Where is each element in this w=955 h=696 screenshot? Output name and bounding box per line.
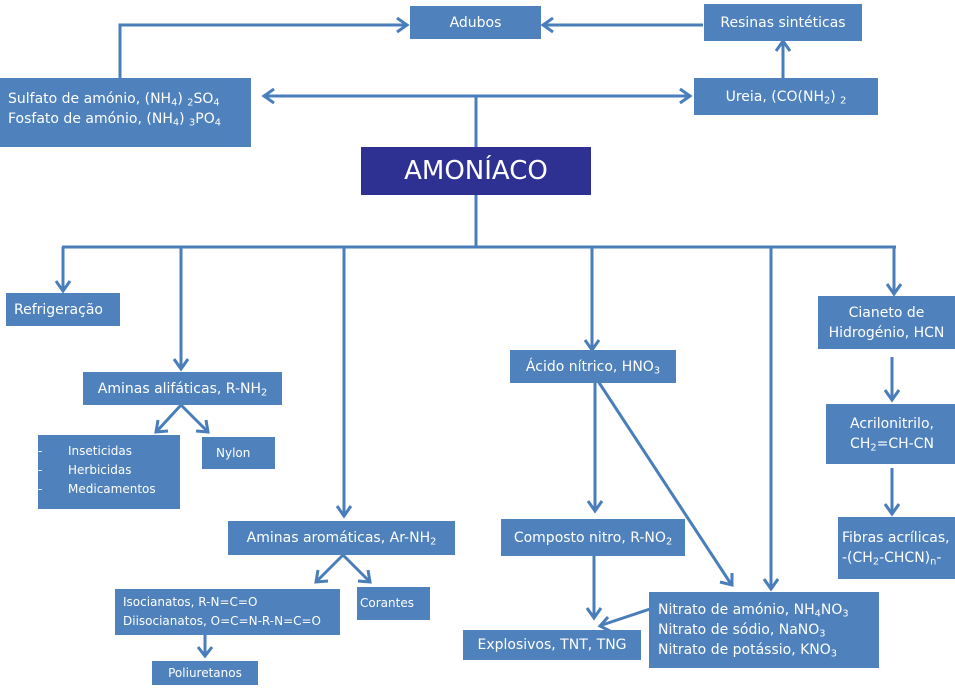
arrowhead-nylon — [195, 419, 210, 434]
arrowhead-isocianatos — [314, 569, 329, 584]
connector-aromaticas-to-corantes — [341, 553, 371, 583]
node-explosivos-label: Explosivos, TNT, TNG — [477, 637, 627, 653]
line-sulfato-de-amonio: Sulfato de amónio, (NH4) 2SO4 — [8, 90, 220, 108]
node-explosivos[interactable]: Explosivos, TNT, TNG — [463, 630, 641, 660]
node-nylon[interactable]: Nylon — [202, 437, 275, 469]
node-acrilonitrilo-line2: CH2=CH-CN — [850, 436, 934, 454]
node-acido-nitrico[interactable]: Ácido nítrico, HNO3 — [510, 350, 676, 383]
node-adubos-label: Adubos — [449, 14, 502, 31]
arrowhead-nitratos-top — [762, 578, 780, 592]
node-nylon-label: Nylon — [216, 445, 251, 460]
line-nitrato-de-amonio: Nitrato de amónio, NH4NO3 — [658, 602, 849, 620]
line-isocianatos: Isocianatos, R-N=C=O — [123, 595, 258, 609]
node-sais-de-amonio[interactable]: Sulfato de amónio, (NH4) 2SO4 Fosfato de… — [0, 78, 251, 147]
node-poliuretanos[interactable]: Poliuretanos — [152, 661, 258, 685]
node-refrigeracao[interactable]: Refrigeração — [6, 293, 120, 326]
arrowhead-adubos-right — [540, 16, 554, 34]
arrowhead-aminas-aromaticas — [335, 505, 353, 519]
arrowhead-aplicacoes — [154, 419, 169, 434]
node-acido-nitrico-label: Ácido nítrico, HNO3 — [525, 358, 661, 376]
node-amoniaco[interactable]: AMONÍACO — [361, 147, 591, 195]
arrowhead-poliuretanos — [196, 646, 214, 659]
node-amoniaco-label: AMONÍACO — [404, 156, 548, 186]
line-nitrato-de-potassio: Nitrato de potássio, KNO3 — [658, 642, 838, 660]
arrowhead-composto — [586, 500, 604, 514]
arrowhead-aminas-alifaticas — [172, 358, 190, 372]
arrowhead-sais — [261, 87, 275, 105]
node-ureia[interactable]: Ureia, (CO(NH2) 2 — [694, 78, 878, 115]
node-cianeto-de-hidrogenio[interactable]: Cianeto de Hidrogénio, HCN — [818, 296, 955, 349]
connector-alifaticas-to-nylon — [179, 403, 209, 433]
node-corantes-label: Corantes — [360, 596, 414, 610]
arrowhead-fibras — [883, 503, 901, 517]
node-fibras-line2: -(CH2-CHCN)n- — [842, 550, 942, 568]
node-adubos[interactable]: Adubos — [410, 6, 541, 39]
connector-nitratos-to-explosivos — [601, 607, 651, 627]
node-aminas-aromaticas[interactable]: Aminas aromáticas, Ar-NH2 — [228, 521, 455, 555]
list-item-herbicidas: -Herbicidas — [38, 462, 132, 477]
node-poliuretanos-label: Poliuretanos — [168, 665, 242, 680]
node-aminas-aromaticas-label: Aminas aromáticas, Ar-NH2 — [246, 530, 437, 548]
arrowhead-nitratos-diag — [719, 573, 734, 587]
arrowhead-explosivos-side — [597, 616, 611, 633]
line-diisocianatos: Diisocianatos, O=C=N-R-N=C=O — [123, 614, 322, 628]
list-item-inseticidas: -Inseticidas — [38, 443, 132, 458]
node-aminas-alifaticas[interactable]: Aminas alifáticas, R-NH2 — [83, 372, 282, 405]
node-acrilonitrilo[interactable]: Acrilonitrilo, CH2=CH-CN — [826, 404, 955, 464]
node-isocianatos[interactable]: Isocianatos, R-N=C=O Diisocianatos, O=C=… — [115, 589, 340, 635]
connector-acido-to-nitratos — [596, 380, 733, 585]
node-composto-nitro[interactable]: Composto nitro, R-NO2 — [501, 519, 685, 556]
node-corantes[interactable]: Corantes — [357, 587, 430, 620]
arrowhead-corantes — [357, 569, 372, 584]
node-nitratos[interactable]: Nitrato de amónio, NH4NO3 Nitrato de sód… — [649, 592, 879, 668]
node-acrilonitrilo-line1: Acrilonitrilo, — [850, 416, 934, 432]
node-refrigeracao-label: Refrigeração — [14, 301, 103, 318]
node-resinas-label: Resinas sintéticas — [720, 14, 846, 31]
node-resinas-sinteticas[interactable]: Resinas sintéticas — [704, 4, 862, 41]
arrowhead-ureia — [679, 87, 693, 105]
arrowhead-resinas — [774, 38, 792, 52]
connector-alifaticas-to-aplicacoes — [155, 403, 183, 433]
arrowhead-acrilonitrilo — [883, 389, 901, 403]
node-fibras-acrilicas[interactable]: Fibras acrílicas, -(CH2-CHCN)n- — [838, 517, 955, 579]
node-aplicacoes-aminas[interactable]: -Inseticidas -Herbicidas -Medicamentos — [38, 435, 180, 509]
node-ureia-label: Ureia, (CO(NH2) 2 — [725, 88, 847, 106]
line-fosfato-de-amonio: Fosfato de amónio, (NH4) 3PO4 — [8, 110, 221, 128]
arrowhead-cianeto — [885, 283, 903, 297]
node-cianeto-line1: Cianeto de — [848, 304, 925, 321]
list-item-medicamentos: -Medicamentos — [38, 481, 156, 496]
line-nitrato-de-sodio: Nitrato de sódio, NaNO3 — [658, 622, 826, 640]
node-fibras-line1: Fibras acrílicas, — [842, 530, 950, 546]
node-cianeto-line2: Hidrogénio, HCN — [828, 324, 945, 341]
arrowhead-refrigeracao — [54, 280, 72, 294]
node-aminas-alifaticas-label: Aminas alifáticas, R-NH2 — [97, 380, 268, 398]
connector-aromaticas-to-isocianatos — [315, 553, 345, 583]
arrowhead-adubos-left — [396, 16, 410, 34]
arrowhead-explosivos-top — [585, 607, 603, 621]
node-composto-nitro-label: Composto nitro, R-NO2 — [513, 529, 673, 547]
connector-sais-to-adubos — [118, 23, 405, 78]
